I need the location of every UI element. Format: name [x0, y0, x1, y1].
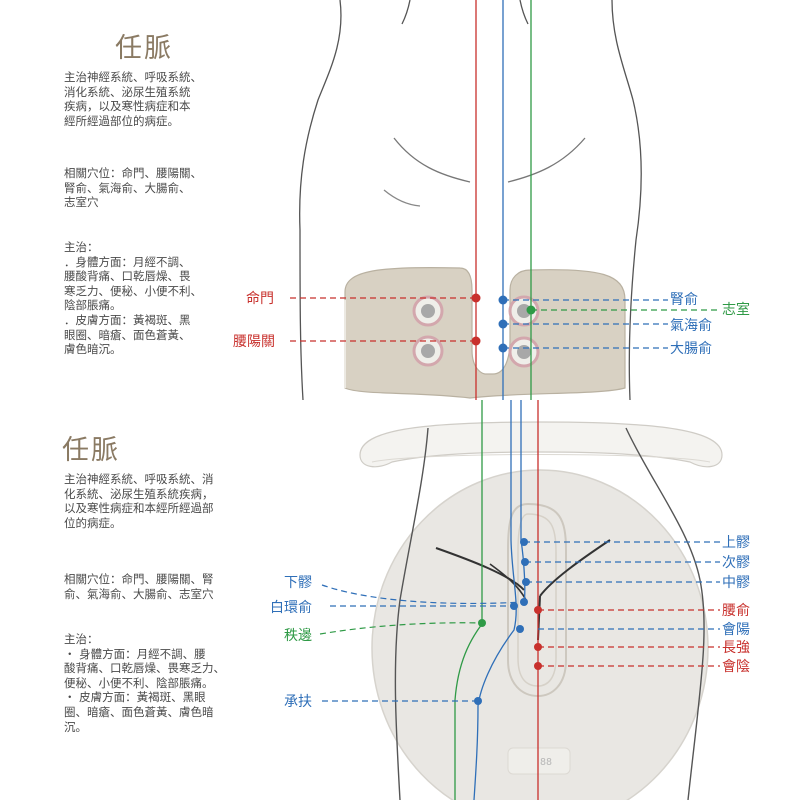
back-view-panel: 命門 腰陽關 腎俞 志室 氣海俞 大腸俞 任脈 主治神經系統、呼吸系統、 消化系… [64, 0, 750, 400]
electrode-lower-right [508, 336, 540, 368]
label-xialiao: 下髎 [284, 575, 312, 591]
point-ciliao [521, 558, 529, 566]
point-huiyang [516, 625, 524, 633]
bottom-leader-lines [319, 541, 720, 702]
electrode-upper-left [412, 295, 444, 327]
back-diagram: 命門 腰陽關 腎俞 志室 氣海俞 大腸俞 [233, 0, 750, 400]
label-yaoyangguan: 腰陽關 [233, 334, 275, 350]
label-qihaishu: 氣海俞 [670, 317, 712, 334]
device-display: 88 [540, 757, 552, 768]
point-changqiang [534, 643, 542, 651]
label-baihuanshu: 白環俞 [270, 599, 312, 616]
bottom-acupoints [474, 538, 542, 705]
back-device [344, 266, 626, 399]
label-huiyin: 會陰 [722, 659, 750, 675]
bottom-treatment: 主治： ・ 身體方面：月經不調、腰 酸背痛、口乾唇燥、畏寒乏力、 便秘、小便不利… [64, 632, 225, 734]
pelvis-device: 88 [359, 421, 723, 800]
point-baihuanshu [510, 602, 518, 610]
point-shangliao [520, 538, 528, 546]
point-shenshu [498, 295, 508, 305]
point-yaoshu [534, 606, 542, 614]
label-ciliao: 次髎 [722, 555, 750, 571]
electrode-lower-left [412, 335, 444, 367]
label-yaoshu: 腰俞 [722, 602, 750, 619]
point-xialiao [520, 598, 528, 606]
top-title: 任脈 [115, 33, 173, 64]
label-shangliao: 上髎 [722, 535, 750, 551]
label-zhongliao: 中髎 [722, 575, 750, 591]
point-yaoyangguan [471, 336, 481, 346]
label-mingmen: 命門 [246, 290, 274, 307]
point-huiyin [534, 662, 542, 670]
point-zhongliao [522, 578, 530, 586]
bottom-related-points: 相關穴位：命門、腰陽關、腎 俞、氣海俞、大腸俞、志室穴 [64, 572, 214, 601]
top-description: 主治神經系統、呼吸系統、 消化系統、泌尿生殖系統 疾病，以及寒性病症和本 經所經… [64, 70, 202, 128]
label-huiyang: 會陽 [722, 622, 750, 638]
label-zhishi: 志室 [722, 301, 750, 318]
pelvis-view-panel: 88 [0, 400, 800, 800]
label-changqiang: 長強 [722, 640, 750, 656]
point-zhishi [526, 305, 536, 315]
bottom-description: 主治神經系統、呼吸系統、消 化系統、泌尿生殖系統疾病， 以及寒性病症和本經所經過… [64, 472, 214, 530]
point-zhibian [478, 619, 486, 627]
top-related-points: 相關穴位：命門、腰陽關、 腎俞、氣海俞、大腸俞、 志室穴 [64, 166, 202, 210]
point-chengfu [474, 697, 482, 705]
top-acupoints [471, 293, 536, 353]
label-dachangshu: 大腸俞 [670, 340, 712, 357]
blue-meridian-line [473, 400, 517, 800]
top-treatment: 主治： ．身體方面：月經不調、 腰酸背痛、口乾唇燥、畏 寒乏力、便秘、小便不利、… [64, 240, 202, 357]
top-leader-lines [290, 297, 718, 349]
label-chengfu: 承扶 [284, 694, 312, 710]
bottom-title: 任脈 [62, 435, 120, 466]
back-electrodes [412, 295, 540, 368]
point-qihaishu [498, 319, 508, 329]
pelvis-diagram: 88 [270, 400, 750, 800]
label-zhibian: 秩邊 [284, 628, 312, 644]
back-body-outline [299, 0, 642, 400]
pelvis-body-outline [394, 427, 705, 800]
point-dachangshu [498, 343, 508, 353]
label-shenshu: 腎俞 [670, 291, 698, 308]
point-mingmen [471, 293, 481, 303]
